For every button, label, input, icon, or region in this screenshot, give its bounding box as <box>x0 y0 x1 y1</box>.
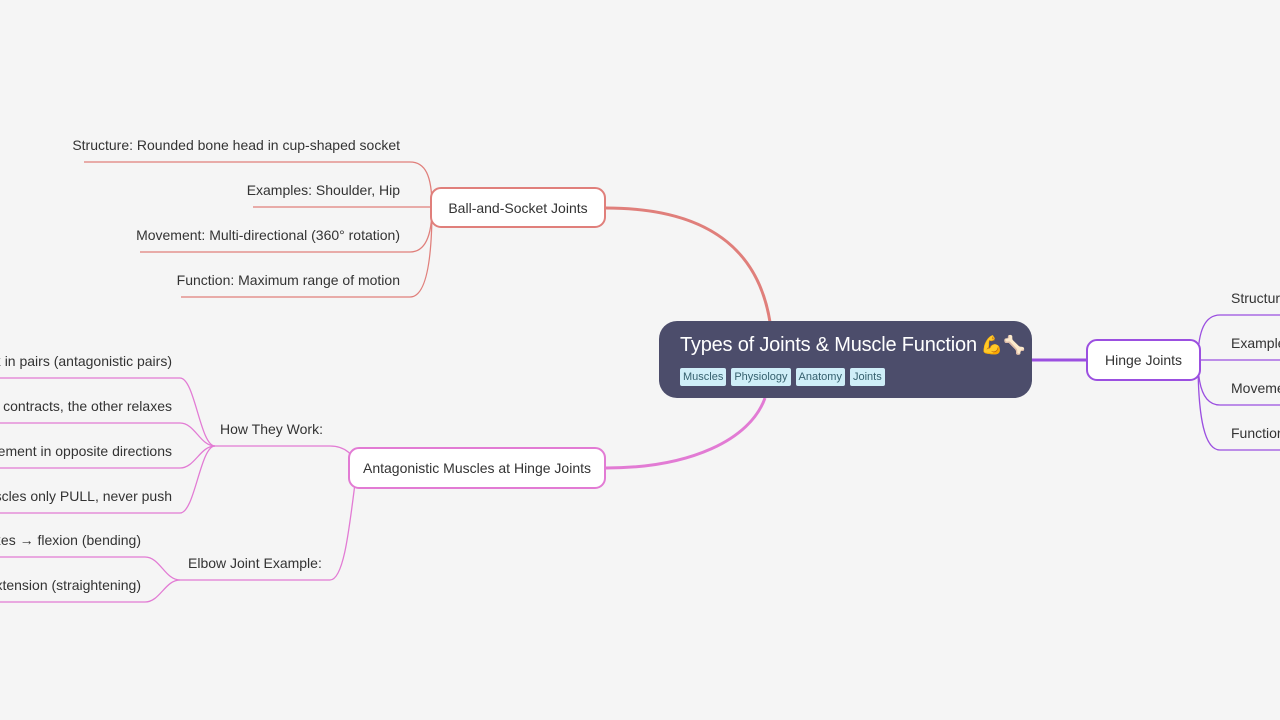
link-hinge-function <box>1197 359 1280 451</box>
ball-socket-movement-item[interactable]: Movement: Multi-directional (360° rotati… <box>136 227 400 243</box>
how-item-opposite[interactable]: vement in opposite directions <box>0 443 172 459</box>
ball-socket-examples-item[interactable]: Examples: Shoulder, Hip <box>246 182 400 198</box>
hinge-structure-item[interactable]: Structur <box>1231 290 1280 306</box>
central-title-line: Types of Joints & Muscle Function💪🦴 <box>680 331 1026 360</box>
how-item-contracts[interactable]: e contracts, the other relaxes <box>0 398 172 414</box>
hinge-function-item[interactable]: Functior <box>1231 425 1280 441</box>
antagonistic-muscles-node[interactable]: Antagonistic Muscles at Hinge Joints <box>348 447 606 489</box>
link-central-ball-socket <box>605 206 772 323</box>
link-ant-how <box>215 445 358 469</box>
how-item-pairs[interactable]: rk in pairs (antagonistic pairs) <box>0 353 172 369</box>
elbow-item-flexion[interactable]: axes → flexion (bending) <box>0 532 141 548</box>
how-they-work-node[interactable]: How They Work: <box>220 421 323 437</box>
hinge-joints-node[interactable]: Hinge Joints <box>1086 339 1201 381</box>
tag-joints[interactable]: Joints <box>849 368 885 386</box>
central-topic[interactable]: Types of Joints & Muscle Function💪🦴 Musc… <box>659 321 1032 398</box>
tag-list: Muscles Physiology Anatomy Joints <box>680 368 1012 386</box>
tag-physiology[interactable]: Physiology <box>731 368 791 386</box>
ball-socket-function-item[interactable]: Function: Maximum range of motion <box>176 272 400 288</box>
hinge-movement-item[interactable]: Moveme <box>1231 380 1280 396</box>
tag-muscles[interactable]: Muscles <box>680 368 727 386</box>
elbow-example-node[interactable]: Elbow Joint Example: <box>188 555 322 571</box>
ball-socket-structure-item[interactable]: Structure: Rounded bone head in cup-shap… <box>72 137 400 153</box>
hinge-examples-item[interactable]: Example <box>1231 335 1280 351</box>
tag-anatomy[interactable]: Anatomy <box>795 368 845 386</box>
muscle-bone-emoji-icon: 💪🦴 <box>980 335 1026 356</box>
link-central-antagonistic <box>605 397 767 470</box>
link-bs-function <box>181 206 433 298</box>
central-title: Types of Joints & Muscle Function <box>680 334 977 356</box>
ball-socket-joints-node[interactable]: Ball-and-Socket Joints <box>430 187 606 228</box>
elbow-item-extension[interactable]: xtension (straightening) <box>0 577 141 593</box>
how-item-pull[interactable]: uscles only PULL, never push <box>0 488 172 504</box>
